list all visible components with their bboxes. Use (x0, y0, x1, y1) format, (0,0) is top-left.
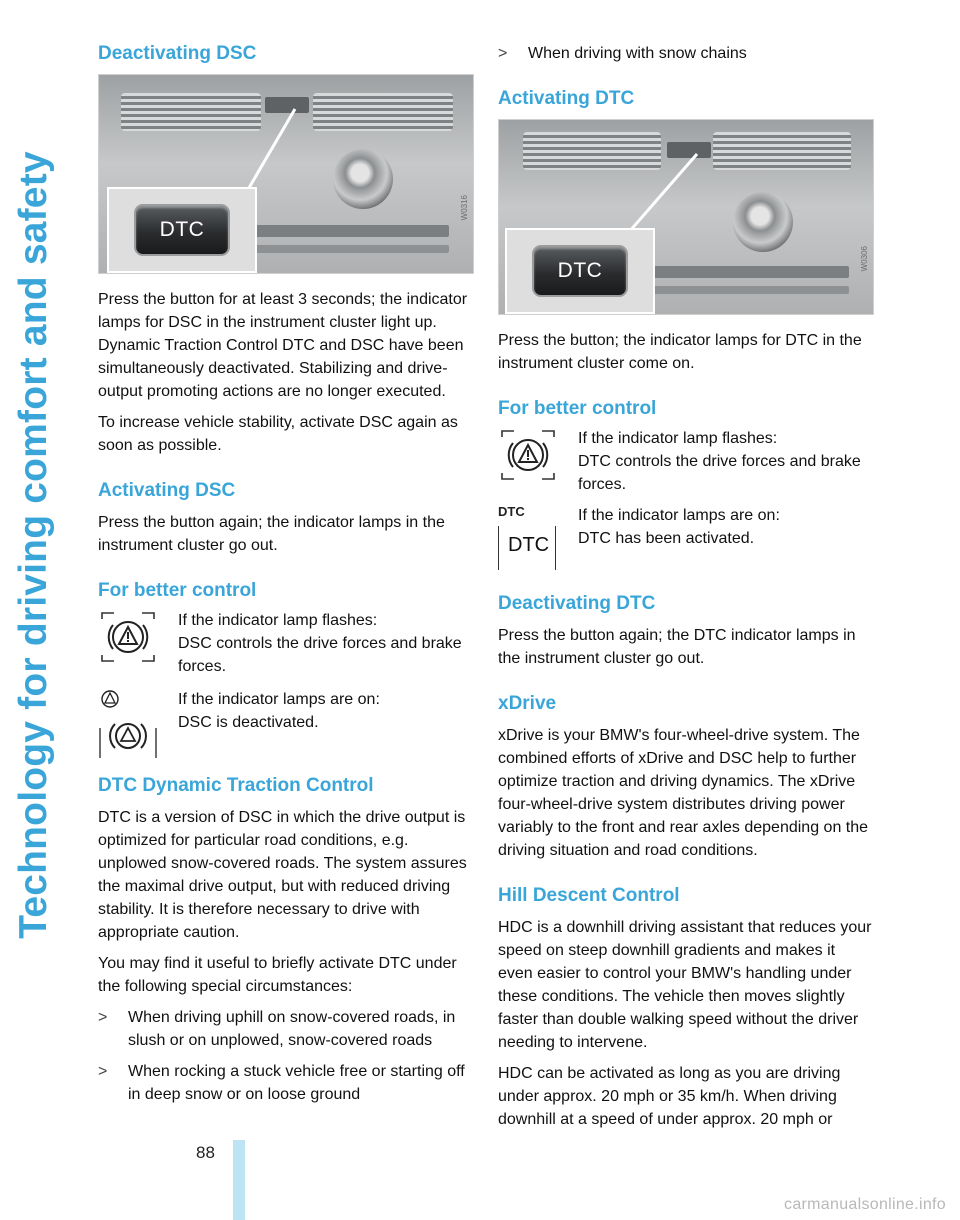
air-vent-right (313, 93, 453, 131)
indicator-row-on: If the indicator lamps are on: DSC is de… (98, 688, 474, 762)
heading-better-control-dsc: For better control (98, 580, 257, 601)
air-vent-left (121, 93, 261, 131)
cd-slot-lower (649, 286, 849, 294)
left-column: Deactivating DSC DTC W0316 Press the but… (98, 42, 474, 1114)
dtc-flash-line-1: If the indicator lamp flashes: (578, 430, 778, 447)
heading-better-control-dtc: For better control (498, 398, 657, 419)
dtc-indicator-icon: DTC DTC (498, 504, 578, 574)
dash-photo-dsc: DTC W0316 (98, 74, 474, 274)
bullet-marker: > (98, 1063, 108, 1080)
heading-hdc: Hill Descent Control (498, 885, 680, 906)
dsc-on-line-2: DSC is deactivated. (178, 714, 319, 731)
page-number: 88 (196, 1143, 215, 1162)
side-title: Technology for driving comfort and safet… (4, 40, 64, 1050)
dtc-bullet-list: > When driving uphill on snow-covered ro… (98, 1006, 474, 1106)
cd-slot (249, 225, 449, 237)
dtc-button: DTC (532, 245, 628, 297)
activating-dsc-text: Press the button again; the indicator la… (98, 514, 445, 554)
control-knob (333, 149, 393, 209)
dtc-big-label: DTC (508, 534, 550, 556)
dsc-warning-icon (498, 427, 578, 487)
watermark: carmanualsonline.info (784, 1196, 946, 1213)
dtc-on-line-2: DTC has been activated. (578, 530, 755, 547)
heading-activating-dtc: Activating DTC (498, 88, 635, 109)
bullet-marker: > (98, 1009, 108, 1026)
dtc-flash-line-2: DTC controls the drive forces and brake … (578, 453, 861, 493)
heading-deactivating-dtc: Deactivating DTC (498, 593, 656, 614)
dtc-small-label: DTC (498, 504, 525, 519)
dtc-button: DTC (134, 204, 230, 256)
list-item: > When rocking a stuck vehicle free or s… (98, 1060, 474, 1106)
bullet-marker: > (498, 45, 508, 62)
dtc-text-1: DTC is a version of DSC in which the dri… (98, 809, 467, 941)
list-item: > When driving with snow chains (498, 42, 874, 65)
indicator-row-flashing: If the indicator lamp flashes: DSC contr… (98, 609, 474, 678)
dtc-button-inset: DTC (505, 228, 655, 314)
heading-dtc: DTC Dynamic Traction Control (98, 775, 374, 796)
cd-slot-lower (249, 245, 449, 253)
page-bar (233, 1140, 245, 1220)
indicator-row-on: DTC DTC If the indicator lamps are on: D… (498, 504, 874, 574)
leader-line (627, 153, 699, 233)
dash-photo-dtc: DTC W0306 (498, 119, 874, 315)
air-vent-right (713, 132, 851, 170)
bullet-text: When rocking a stuck vehicle free or sta… (128, 1063, 465, 1103)
bullet-text: When driving uphill on snow-covered road… (128, 1009, 456, 1049)
button-panel (667, 142, 711, 158)
heading-xdrive: xDrive (498, 693, 557, 714)
dsc-on-line-1: If the indicator lamps are on: (178, 691, 380, 708)
snow-chain-bullet: > When driving with snow chains (498, 42, 874, 65)
dtc-button-inset: DTC (107, 187, 257, 273)
heading-deactivating-dsc: Deactivating DSC (98, 43, 257, 64)
dtc-icon-frame (498, 526, 556, 570)
dtc-button-label: DTC (159, 218, 205, 241)
dtc-text-2: You may find it useful to briefly activa… (98, 955, 457, 995)
dtc-on-line-1: If the indicator lamps are on: (578, 507, 780, 524)
control-knob (733, 192, 793, 252)
hdc-text-1: HDC is a downhill driving assistant that… (498, 919, 872, 1051)
dsc-flash-line-1: If the indicator lamp flashes: (178, 612, 378, 629)
deactivating-dtc-text: Press the button again; the DTC indicato… (498, 627, 856, 667)
hdc-text-2: HDC can be activated as long as you are … (498, 1065, 841, 1128)
side-title-text: Technology for driving comfort and safet… (12, 151, 55, 939)
right-column: > When driving with snow chains Activati… (498, 42, 874, 1131)
image-code: W0316 (460, 195, 469, 221)
cd-slot (649, 266, 849, 278)
deactivating-dsc-text-2: To increase vehicle stability, activate … (98, 414, 458, 454)
heading-activating-dsc: Activating DSC (98, 480, 236, 501)
indicator-row-flashing: If the indicator lamp flashes: DTC contr… (498, 427, 874, 496)
activating-dtc-text: Press the button; the indicator lamps fo… (498, 332, 862, 372)
deactivating-dsc-text-1: Press the button for at least 3 seconds;… (98, 291, 468, 400)
bullet-text: When driving with snow chains (528, 45, 747, 62)
button-panel (265, 97, 309, 113)
list-item: > When driving uphill on snow-covered ro… (98, 1006, 474, 1052)
xdrive-text: xDrive is your BMW's four-wheel-drive sy… (498, 727, 869, 859)
dsc-off-icon (98, 688, 178, 762)
dtc-button-label: DTC (557, 259, 603, 282)
air-vent-left (523, 132, 661, 170)
dsc-flash-line-2: DSC controls the drive forces and brake … (178, 635, 462, 675)
dsc-warning-icon (98, 609, 178, 669)
image-code: W0306 (860, 246, 869, 272)
